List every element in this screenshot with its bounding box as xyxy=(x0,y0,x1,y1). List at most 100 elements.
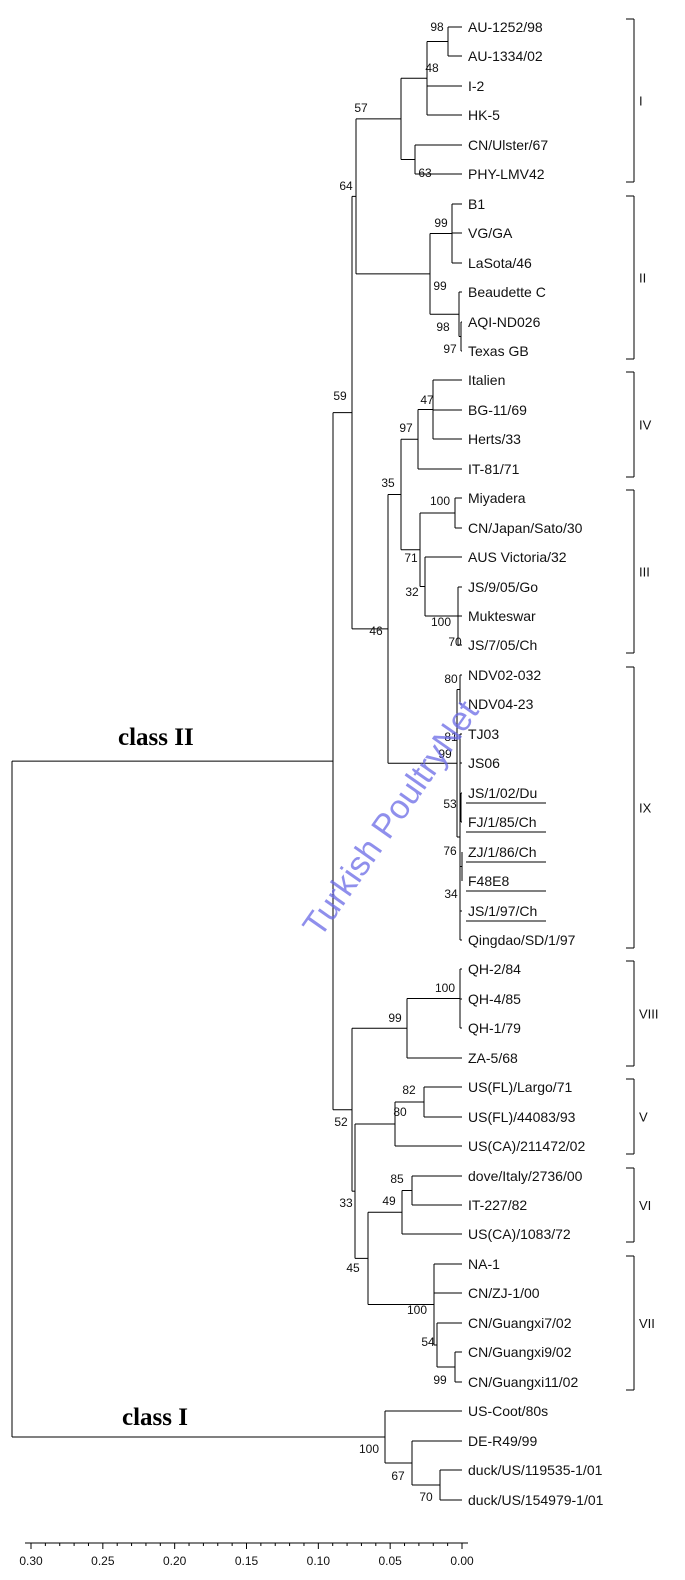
bootstrap-value: 100 xyxy=(407,1303,427,1317)
class-i-label: class I xyxy=(122,1404,188,1431)
bootstrap-value: 35 xyxy=(381,476,395,490)
bootstrap-value: 63 xyxy=(418,166,432,180)
bootstrap-value: 85 xyxy=(390,1172,404,1186)
bootstrap-value: 70 xyxy=(448,635,462,649)
bootstrap-value: 64 xyxy=(339,179,353,193)
bootstrap-value: 70 xyxy=(419,1490,433,1504)
bootstrap-value: 97 xyxy=(443,342,457,356)
taxon-label: JS/9/05/Go xyxy=(468,579,538,595)
bootstrap-value: 52 xyxy=(334,1115,348,1129)
taxon-label: TJ03 xyxy=(468,726,499,742)
taxon-label: US-Coot/80s xyxy=(468,1403,548,1419)
taxon-label: CN/ZJ-1/00 xyxy=(468,1285,540,1301)
scale-tick-label: 0.15 xyxy=(235,1554,259,1568)
scale-tick-label: 0.10 xyxy=(307,1554,331,1568)
taxon-label: Miyadera xyxy=(468,490,526,506)
bootstrap-value: 57 xyxy=(354,101,368,115)
taxon-label: NDV04-23 xyxy=(468,696,534,712)
bootstrap-value: 82 xyxy=(402,1083,416,1097)
scale-tick-label: 0.30 xyxy=(19,1554,43,1568)
genotype-label: IV xyxy=(639,418,652,433)
taxon-label: BG-11/69 xyxy=(468,402,527,418)
bootstrap-value: 34 xyxy=(444,887,458,901)
taxon-label: dove/Italy/2736/00 xyxy=(468,1168,583,1184)
taxon-label: F48E8 xyxy=(468,873,509,889)
taxon-label: QH-4/85 xyxy=(468,991,521,1007)
taxon-label: QH-1/79 xyxy=(468,1020,521,1036)
bootstrap-value: 54 xyxy=(421,1335,435,1349)
bootstrap-value: 76 xyxy=(443,844,457,858)
bootstrap-value: 99 xyxy=(388,1011,402,1025)
bootstrap-value: 100 xyxy=(435,981,455,995)
taxon-label: JS/7/05/Ch xyxy=(468,637,537,653)
taxon-label: Qingdao/SD/1/97 xyxy=(468,932,576,948)
taxon-label: LaSota/46 xyxy=(468,255,532,271)
taxon-label: AUS Victoria/32 xyxy=(468,549,567,565)
bootstrap-value: 59 xyxy=(333,389,347,403)
taxon-labels: AU-1252/98AU-1334/02I-2HK-5CN/Ulster/67P… xyxy=(466,19,604,1508)
taxon-label: US(CA)/1083/72 xyxy=(468,1226,571,1242)
taxon-label: IT-227/82 xyxy=(468,1197,527,1213)
bootstrap-value: 98 xyxy=(430,20,444,34)
taxon-label: HK-5 xyxy=(468,107,500,123)
bootstrap-value: 99 xyxy=(438,747,452,761)
bootstrap-value: 80 xyxy=(444,672,458,686)
scale-tick-label: 0.20 xyxy=(163,1554,187,1568)
taxon-label: FJ/1/85/Ch xyxy=(468,814,536,830)
bootstrap-value: 67 xyxy=(391,1469,405,1483)
bootstrap-value: 33 xyxy=(339,1196,353,1210)
genotype-label: IX xyxy=(639,801,652,816)
taxon-label: AQI-ND026 xyxy=(468,314,541,330)
taxon-label: duck/US/154979-1/01 xyxy=(468,1492,604,1508)
taxon-label: duck/US/119535-1/01 xyxy=(468,1462,603,1478)
taxon-label: Beaudette C xyxy=(468,284,546,300)
bootstrap-value: 98 xyxy=(436,320,450,334)
bootstrap-value: 48 xyxy=(425,61,439,75)
taxon-label: ZA-5/68 xyxy=(468,1050,518,1066)
genotype-label: III xyxy=(639,565,650,580)
genotype-label: II xyxy=(639,271,646,286)
taxon-label: Italien xyxy=(468,372,505,388)
bootstrap-value: 100 xyxy=(430,494,450,508)
taxon-label: CN/Japan/Sato/30 xyxy=(468,520,583,536)
bootstrap-value: 100 xyxy=(359,1442,379,1456)
bootstrap-value: 49 xyxy=(382,1194,396,1208)
taxon-label: JS/1/97/Ch xyxy=(468,903,537,919)
bootstrap-value: 97 xyxy=(399,421,413,435)
bootstrap-value: 46 xyxy=(369,624,383,638)
taxon-label: DE-R49/99 xyxy=(468,1433,537,1449)
bootstrap-value: 80 xyxy=(393,1105,407,1119)
taxon-label: NA-1 xyxy=(468,1256,500,1272)
scale-tick-label: 0.05 xyxy=(378,1554,402,1568)
bootstrap-value: 53 xyxy=(443,797,457,811)
taxon-label: CN/Guangxi11/02 xyxy=(468,1374,578,1390)
taxon-label: CN/Guangxi9/02 xyxy=(468,1344,572,1360)
taxon-label: VG/GA xyxy=(468,225,513,241)
watermark: Turkish PoultryNet xyxy=(296,693,487,943)
genotype-label: VI xyxy=(639,1198,651,1213)
taxon-label: JS06 xyxy=(468,755,500,771)
bootstrap-value: 47 xyxy=(420,393,434,407)
taxon-label: CN/Ulster/67 xyxy=(468,137,548,153)
taxon-label: Texas GB xyxy=(468,343,529,359)
bootstrap-value: 71 xyxy=(404,551,418,565)
taxon-label: B1 xyxy=(468,196,485,212)
bootstrap-value: 99 xyxy=(433,279,447,293)
bootstrap-value: 99 xyxy=(434,216,448,230)
class-ii-label: class II xyxy=(118,724,194,751)
taxon-label: ZJ/1/86/Ch xyxy=(468,844,536,860)
scale-tick-label: 0.25 xyxy=(91,1554,115,1568)
taxon-label: JS/1/02/Du xyxy=(468,785,537,801)
taxon-label: QH-2/84 xyxy=(468,961,521,977)
taxon-label: Mukteswar xyxy=(468,608,536,624)
taxon-label: AU-1252/98 xyxy=(468,19,543,35)
genotype-label: I xyxy=(639,94,643,109)
bootstrap-value: 81 xyxy=(444,730,458,744)
taxon-label: IT-81/71 xyxy=(468,461,520,477)
tree-branches xyxy=(11,18,635,1501)
taxon-label: I-2 xyxy=(468,78,485,94)
